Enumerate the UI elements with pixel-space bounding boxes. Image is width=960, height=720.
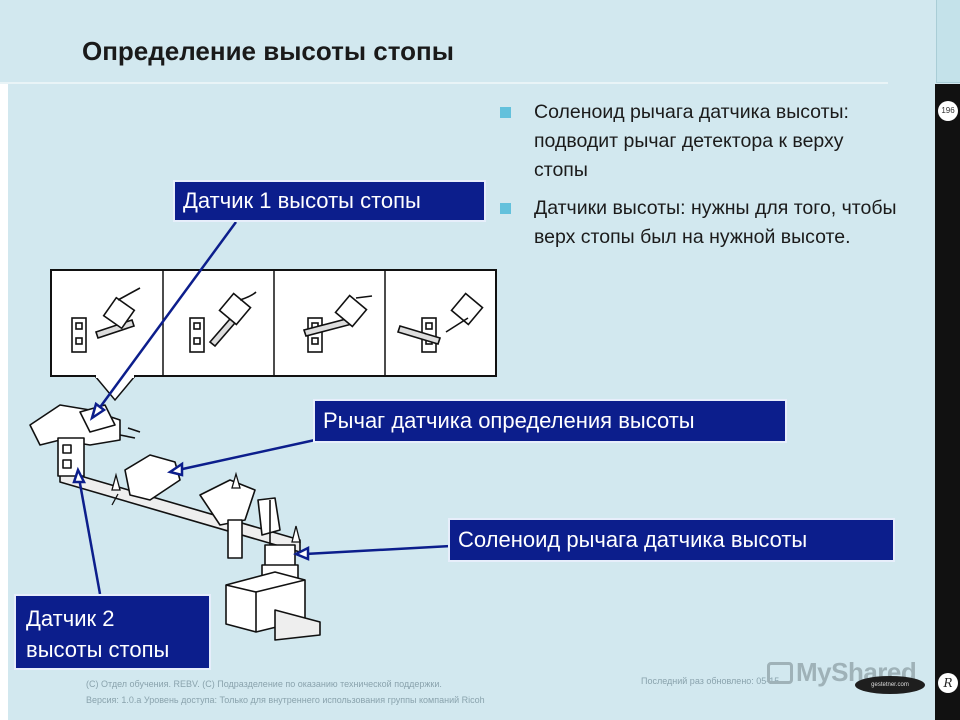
title-divider — [0, 82, 888, 84]
sensor2-label-line1: Датчик 2 — [26, 606, 115, 631]
lever-label: Рычаг датчика определения высоты — [313, 399, 787, 443]
footer-text: (C) Отдел обучения. REBV. (C) Подразделе… — [86, 676, 485, 708]
bullet-text: Соленоид рычага датчика высоты: подводит… — [534, 101, 849, 181]
corner-tab — [936, 0, 960, 83]
sensor1-label: Датчик 1 высоты стопы — [173, 180, 486, 222]
ricoh-logo-icon: R — [938, 673, 958, 693]
footer-line1: (C) Отдел обучения. REBV. (C) Подразделе… — [86, 679, 442, 689]
mechanism-diagram — [29, 221, 497, 641]
bullet-item: Соленоид рычага датчика высоты: подводит… — [498, 98, 898, 185]
sensor2-label: Датчик 2 высоты стопы — [14, 594, 211, 670]
footer-updated: Последний раз обновлено: 05-15 — [641, 676, 780, 686]
pointer-lines — [72, 221, 452, 595]
footer-line2: Версия: 1.0.a Уровень доступа: Только дл… — [86, 695, 485, 705]
bullet-square-icon — [500, 203, 511, 214]
motion-arrows — [111, 471, 301, 543]
bullet-list: Соленоид рычага датчика высоты: подводит… — [498, 98, 898, 261]
watermark-box-icon — [767, 662, 793, 684]
bullet-text: Датчики высоты: нужны для того, чтобы ве… — [534, 197, 897, 248]
bullet-square-icon — [500, 107, 511, 118]
company-logo: gestetner.com — [855, 676, 925, 694]
sensor-state-2 — [189, 291, 257, 353]
right-side-bar — [935, 84, 960, 720]
bullet-item: Датчики высоты: нужны для того, чтобы ве… — [498, 194, 898, 252]
sensor-state-1 — [71, 287, 141, 353]
sensor-state-3 — [302, 294, 373, 353]
solenoid-label: Соленоид рычага датчика высоты — [448, 518, 895, 562]
sensor2-label-line2: высоты стопы — [26, 637, 170, 662]
page-number: 196 — [938, 101, 958, 121]
slide-title: Определение высоты стопы — [82, 36, 454, 66]
left-stripe — [0, 84, 8, 720]
sensor-state-4 — [396, 292, 484, 353]
